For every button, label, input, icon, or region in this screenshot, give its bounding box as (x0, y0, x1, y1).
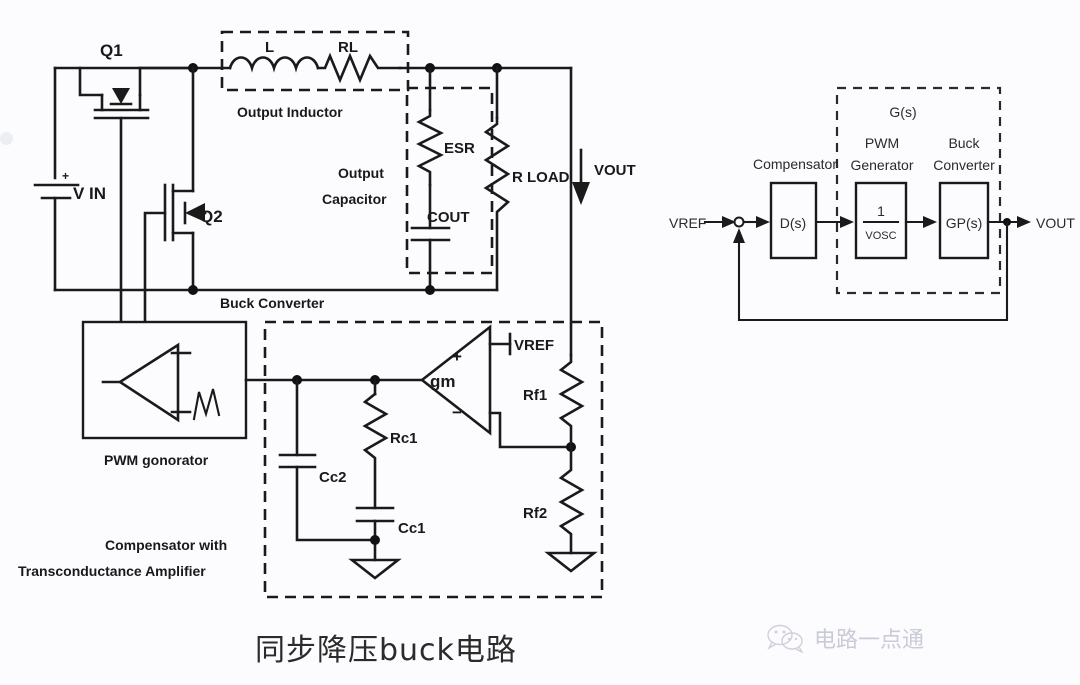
block-pwm-gain (854, 181, 908, 260)
wechat-icon (767, 624, 804, 653)
output-inductor-dashed-box (220, 30, 410, 92)
inductor-symbol (228, 56, 320, 73)
wire-gm-minus-to-divider (488, 411, 573, 449)
wire-feedback-loop (737, 220, 1009, 322)
label-pwm-numerator: 1 (877, 203, 885, 219)
arrowhead-feedback-into-sum (733, 228, 745, 243)
label-q2: Q2 (200, 207, 223, 226)
ground-symbol-compensator (348, 558, 402, 580)
q1-body-diode-icon (112, 88, 130, 104)
gs-dashed-box (835, 86, 1002, 295)
gm-amplifier-triangle (419, 324, 492, 436)
label-vout: VOUT (594, 162, 636, 179)
q1-drain-lead (78, 66, 104, 97)
page-caption: 同步降压buck电路 (255, 633, 517, 668)
label-rf2: Rf2 (523, 505, 547, 522)
ground-symbol-divider (544, 551, 598, 573)
wire-q2-gate-to-pwm (143, 211, 167, 324)
label-pwm-denominator: VOSC (865, 230, 896, 242)
arrowhead-output (1017, 216, 1031, 228)
wire-cc2-bottom-lead (295, 465, 377, 542)
label-pwm-generator: PWM gonorator (104, 452, 209, 468)
arrowhead-into-ds (756, 216, 770, 228)
label-cout: COUT (427, 209, 470, 226)
label-q1: Q1 (100, 41, 123, 60)
summing-junction (733, 216, 745, 228)
label-output-capacitor-line1: Output (338, 165, 384, 181)
pwm-comparator-triangle (117, 342, 180, 423)
label-rc1: Rc1 (390, 430, 418, 447)
label-cc1: Cc1 (398, 520, 426, 537)
compensator-dashed-box (263, 320, 604, 599)
label-gm-plus: + (452, 347, 462, 366)
resistor-rload-symbol (483, 116, 511, 292)
ground-node-q2 (188, 285, 198, 295)
block-gps (938, 181, 990, 260)
resistor-rl-symbol (316, 52, 402, 84)
label-block-pwm-line2: Generator (850, 157, 913, 173)
arrowhead-into-buck (923, 216, 937, 228)
block-ds (769, 181, 818, 260)
label-output-capacitor-line2: Capacitor (322, 191, 387, 207)
label-buck-converter: Buck Converter (220, 295, 325, 311)
label-esr: ESR (444, 140, 475, 157)
label-block-buck-line2: Converter (933, 157, 995, 173)
watermark: 电路一点通 (765, 622, 924, 654)
label-output-inductor: Output Inductor (237, 104, 343, 120)
cc1-ground-node-dot (370, 535, 380, 545)
label-vin: V IN (73, 184, 106, 203)
label-inductor: L (265, 39, 274, 56)
vout-arrow-head (572, 182, 590, 205)
label-rl: RL (338, 39, 358, 56)
resistor-rc1-symbol (362, 392, 389, 510)
output-capacitor-dashed-box (405, 86, 494, 275)
label-block-buck-line1: Buck (948, 135, 980, 151)
label-gm-minus: − (452, 403, 462, 422)
label-vref: VREF (514, 337, 554, 354)
label-gm: gm (430, 372, 456, 391)
label-vout-output: VOUT (1036, 215, 1075, 231)
label-compensator-line1: Compensator with (105, 537, 227, 553)
label-block-pwm-line1: PWM (865, 135, 899, 151)
label-rload: R LOAD (512, 169, 570, 186)
label-ds: D(s) (780, 215, 806, 231)
label-compensator-line2: Transconductance Amplifier (18, 563, 206, 579)
pwm-sawtooth-icon (192, 388, 221, 421)
ground-node-cout (425, 285, 435, 295)
arrowhead-vref (722, 216, 736, 228)
label-gps: GP(s) (946, 215, 983, 231)
edge-artifact-dot (0, 132, 13, 145)
arrowhead-into-pwm (840, 216, 854, 228)
label-rf1: Rf1 (523, 387, 547, 404)
watermark-text: 电路一点通 (814, 628, 925, 653)
resistor-rf2-symbol (558, 445, 585, 555)
label-vin-polarity: + (62, 169, 69, 183)
label-cc2: Cc2 (319, 469, 347, 486)
label-vref-input: VREF (669, 215, 706, 231)
resistor-rf1-symbol (558, 353, 585, 449)
resistor-esr-symbol (416, 108, 444, 187)
label-gs: G(s) (889, 104, 916, 120)
label-block-compensator: Compensator (753, 156, 837, 172)
